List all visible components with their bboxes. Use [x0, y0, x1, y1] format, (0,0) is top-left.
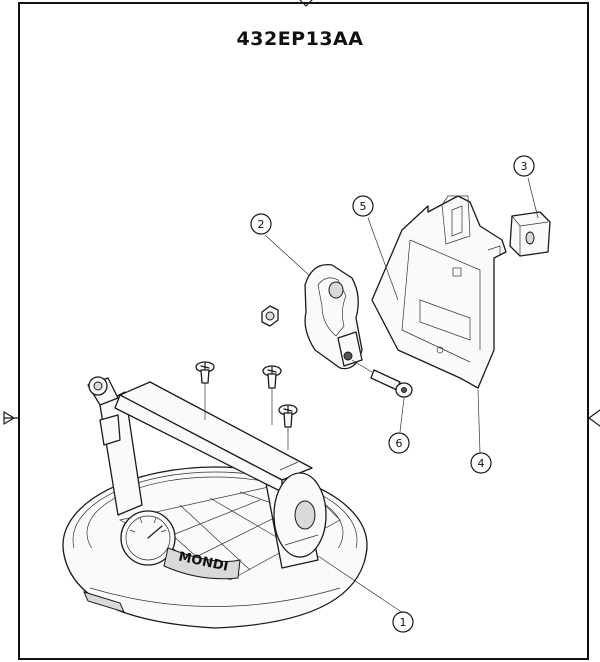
- part-1-suction-base: MONDI: [62, 376, 368, 629]
- callout-1: 1: [392, 611, 414, 633]
- part-2-clamp: [304, 264, 363, 370]
- small-nut: [261, 305, 279, 327]
- callout-6-label: 6: [396, 437, 403, 450]
- screw-right: [278, 404, 298, 450]
- screw-middle: [262, 365, 282, 425]
- part-number-title: 432EP13AA: [236, 28, 364, 50]
- callout-3-label: 3: [521, 160, 528, 173]
- part-4-bracket: [371, 195, 507, 389]
- mounting-screws: [195, 361, 298, 450]
- callout-6: 6: [388, 432, 410, 454]
- part-3-plate: [509, 211, 551, 257]
- screw-left: [195, 361, 215, 420]
- callout-5: 5: [352, 195, 374, 217]
- border-markers: [3, 0, 600, 427]
- callout-5-label: 5: [360, 200, 367, 213]
- callout-4-label: 4: [478, 457, 485, 470]
- callout-4: 4: [470, 452, 492, 474]
- leader-lines: [264, 177, 539, 614]
- part-6-bolt: [351, 359, 413, 398]
- callout-2: 2: [250, 213, 272, 235]
- brand-label: [163, 547, 241, 580]
- callout-1-label: 1: [400, 616, 407, 629]
- callout-2-label: 2: [258, 218, 265, 231]
- callout-3: 3: [513, 155, 535, 177]
